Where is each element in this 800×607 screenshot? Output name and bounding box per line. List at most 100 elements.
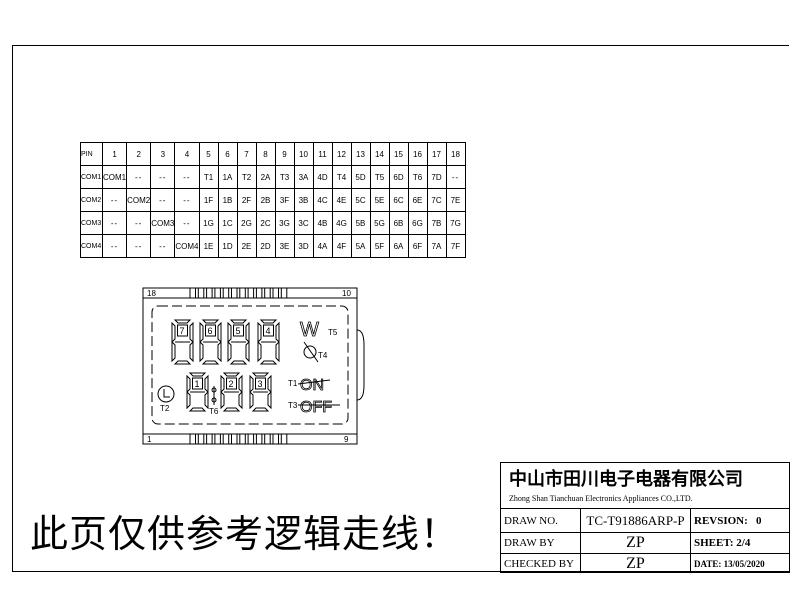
- bottom-pin: [255, 433, 263, 445]
- segment: [251, 407, 270, 412]
- bottom-pin: [231, 433, 238, 445]
- segment: [199, 321, 204, 344]
- segment: [257, 340, 262, 363]
- digit-2: 2: [220, 372, 243, 412]
- company-cell: 中山市田川电子电器有限公司 Zhong Shan Tianchuan Elect…: [501, 463, 789, 509]
- segment: [267, 374, 272, 394]
- draw-by-row: DRAW BY ZP SHEET: 2/4: [501, 533, 789, 554]
- segment: [201, 319, 220, 324]
- top-pin: [214, 287, 221, 299]
- segment: [217, 321, 222, 344]
- pin-label-1: 1: [147, 435, 152, 444]
- label-t2: T2: [160, 404, 170, 413]
- digit-label: 6: [208, 326, 213, 336]
- table-cell: --: [174, 165, 200, 189]
- sheet-label: SHEET:: [694, 537, 734, 549]
- digit-4: 4: [257, 319, 280, 365]
- segment: [217, 340, 222, 363]
- top-pin: [197, 287, 205, 299]
- segment: [245, 321, 250, 344]
- table-cell: --: [150, 234, 176, 258]
- bottom-pin: [214, 433, 221, 445]
- viewing-area: [151, 305, 349, 425]
- digit-1: 1: [186, 372, 209, 412]
- segment: [171, 340, 176, 363]
- top-pin: [247, 287, 255, 299]
- table-cell: --: [150, 188, 176, 212]
- revision-cell: REVSION: 0: [691, 509, 789, 532]
- digit-label-box: [177, 324, 188, 337]
- bottom-pin: [222, 433, 230, 445]
- segment: [267, 390, 272, 410]
- bottom-pin: [280, 433, 288, 445]
- segment: [204, 390, 209, 410]
- title-block: 中山市田川电子电器有限公司 Zhong Shan Tianchuan Elect…: [500, 462, 790, 573]
- segment: [173, 319, 192, 324]
- segment: [238, 374, 243, 394]
- segment: [189, 321, 194, 344]
- digit-label-box: [263, 324, 274, 337]
- segment: [220, 374, 225, 394]
- top-pin: [264, 287, 271, 299]
- on-strike: [297, 379, 331, 385]
- digit-label: 3: [258, 379, 263, 389]
- segment: [171, 321, 176, 344]
- segment: [257, 321, 262, 344]
- label-t3: T3: [288, 401, 298, 410]
- segment: [229, 360, 248, 365]
- digit-label-box: [192, 377, 203, 390]
- clock-hands-icon: [163, 389, 170, 398]
- table-cell: 6F: [407, 234, 428, 258]
- segment: [204, 374, 209, 394]
- lcd-tab: [356, 329, 365, 401]
- temp-icon-slash: [303, 341, 319, 363]
- draw-by-label: DRAW BY: [501, 533, 581, 553]
- digit-6: 6: [199, 319, 222, 365]
- segment: [229, 319, 248, 324]
- segment: [227, 321, 232, 344]
- top-pin: [231, 287, 238, 299]
- notice-text: 此页仅供参考逻辑走线！: [30, 512, 460, 556]
- draw-by: ZP: [581, 533, 691, 553]
- lcd-outline: [142, 287, 358, 445]
- bottom-pin: [272, 433, 279, 445]
- top-pin: [239, 287, 246, 299]
- bottom-pin: [189, 433, 196, 445]
- checked-by-row: CHECKED BY ZP DATE: 13/05/2020: [501, 554, 789, 573]
- segment: [173, 360, 192, 365]
- table-cell: --: [126, 165, 152, 189]
- segment: [222, 372, 241, 377]
- table-cell: --: [126, 234, 152, 258]
- revision-label: REVSION:: [694, 514, 748, 527]
- checked-by: ZP: [581, 554, 691, 573]
- date-cell: DATE: 13/05/2020: [691, 554, 789, 573]
- segment: [188, 407, 207, 412]
- segment: [201, 360, 220, 365]
- segment: [186, 374, 191, 394]
- company-name-cn: 中山市田川电子电器有限公司: [509, 469, 743, 490]
- top-pin: [255, 287, 263, 299]
- top-pin: [272, 287, 279, 299]
- bottom-pins: [189, 433, 288, 445]
- drawing-frame: [12, 45, 789, 572]
- segment: [222, 407, 241, 412]
- top-pin: [206, 287, 213, 299]
- company-name-en: Zhong Shan Tianchuan Electronics Applian…: [509, 494, 693, 503]
- temp-icon: [303, 345, 317, 359]
- table-cell: 7G: [445, 211, 466, 235]
- revision: 0: [756, 514, 762, 527]
- segment: [189, 340, 194, 363]
- segment: [186, 390, 191, 410]
- segment: [199, 340, 204, 363]
- segment: [259, 319, 278, 324]
- table-cell: --: [101, 234, 128, 258]
- top-pins: [189, 287, 288, 299]
- segment: [245, 340, 250, 363]
- digit-label-box: [226, 377, 237, 390]
- digit-label-box: [255, 377, 266, 390]
- digit-label: 5: [236, 326, 241, 336]
- table-cell: 4: [174, 142, 200, 166]
- segment: [275, 321, 280, 344]
